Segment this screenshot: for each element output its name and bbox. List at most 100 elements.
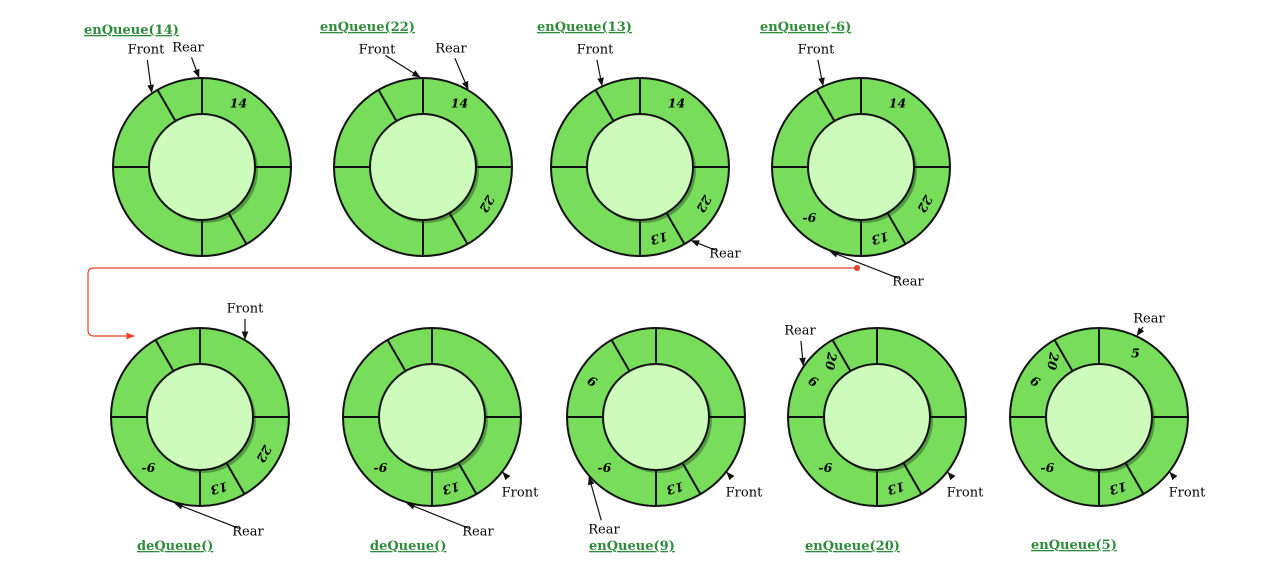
cell-value: -6 bbox=[373, 460, 387, 475]
rear-pointer-label: Rear bbox=[435, 42, 467, 57]
front-pointer-arrow bbox=[596, 59, 604, 87]
sector-divider bbox=[156, 89, 177, 122]
ring-inner bbox=[823, 363, 931, 471]
sector-divider bbox=[594, 89, 615, 122]
step-connector-arrow bbox=[87, 265, 860, 340]
ring-inner bbox=[586, 113, 694, 221]
front-pointer-label: Front bbox=[359, 43, 396, 58]
ring-inner bbox=[146, 363, 254, 471]
queue-ring: 14 enQueue(14) Front Rear bbox=[84, 23, 292, 257]
cell-value: 20 bbox=[822, 350, 840, 371]
operation-title: enQueue(20) bbox=[805, 539, 900, 554]
cell-value: 5 bbox=[1131, 345, 1140, 360]
cell-value: 14 bbox=[668, 95, 685, 110]
cell-value: 13 bbox=[665, 479, 686, 498]
ring-inner bbox=[378, 363, 486, 471]
front-pointer-arrow bbox=[146, 59, 155, 94]
rear-pointer-arrow bbox=[1136, 326, 1145, 337]
front-pointer-arrow bbox=[385, 54, 421, 78]
rear-pointer-arrow bbox=[587, 476, 602, 521]
rear-pointer-arrow bbox=[174, 502, 239, 529]
cell-value: -6 bbox=[818, 460, 832, 475]
cell-value: 13 bbox=[886, 479, 907, 498]
front-pointer-arrow bbox=[726, 471, 735, 481]
rear-pointer-arrow bbox=[829, 251, 899, 279]
connector-line bbox=[87, 267, 857, 340]
cell-value: 13 bbox=[1108, 479, 1129, 498]
ring-inner bbox=[148, 113, 256, 221]
sector-divider bbox=[902, 462, 923, 495]
sector-divider bbox=[1124, 462, 1145, 495]
front-pointer-arrow bbox=[1169, 471, 1178, 481]
rear-pointer-label: Rear bbox=[1133, 312, 1165, 327]
rear-pointer-arrow bbox=[799, 340, 806, 367]
operation-title: enQueue(14) bbox=[84, 23, 179, 38]
cell-value: -6 bbox=[802, 210, 816, 225]
rear-pointer-label: Rear bbox=[892, 275, 924, 290]
ring-inner bbox=[369, 113, 477, 221]
rear-pointer-arrow bbox=[454, 57, 469, 90]
ring-inner bbox=[602, 363, 710, 471]
rear-pointer-label: Rear bbox=[462, 525, 494, 540]
front-pointer-arrow bbox=[502, 471, 511, 481]
operation-title: enQueue(13) bbox=[537, 20, 632, 35]
front-pointer-label: Front bbox=[128, 43, 165, 58]
sector-divider bbox=[610, 339, 631, 372]
sector-divider bbox=[831, 339, 852, 372]
ring-inner bbox=[1045, 363, 1153, 471]
sector-divider bbox=[815, 89, 836, 122]
ring-inner bbox=[807, 113, 915, 221]
sector-divider bbox=[377, 89, 398, 122]
cell-value: -6 bbox=[597, 460, 611, 475]
rear-pointer-label: Rear bbox=[588, 523, 620, 538]
front-pointer-label: Front bbox=[227, 302, 264, 317]
cell-value: 13 bbox=[870, 229, 891, 248]
rear-pointer-arrow bbox=[690, 240, 716, 251]
sector-divider bbox=[886, 212, 907, 245]
sector-divider bbox=[227, 212, 248, 245]
cell-value: 14 bbox=[451, 95, 468, 110]
front-pointer-label: Front bbox=[947, 486, 984, 501]
rear-pointer-arrow bbox=[406, 502, 469, 529]
connector-dot bbox=[854, 265, 860, 271]
cell-value: 13 bbox=[649, 229, 670, 248]
sector-divider bbox=[225, 462, 246, 495]
operation-title: deQueue() bbox=[137, 539, 213, 554]
rear-pointer-label: Rear bbox=[709, 247, 741, 262]
operation-title: enQueue(22) bbox=[320, 20, 415, 35]
sector-divider bbox=[665, 212, 686, 245]
sector-divider bbox=[1053, 339, 1074, 372]
operation-title: enQueue(9) bbox=[589, 539, 675, 554]
sector-divider bbox=[154, 339, 175, 372]
operation-title: enQueue(5) bbox=[1031, 538, 1117, 553]
sector-divider bbox=[386, 339, 407, 372]
cell-value: -6 bbox=[141, 460, 155, 475]
cell-value: 20 bbox=[1044, 350, 1062, 371]
front-pointer-label: Front bbox=[1169, 486, 1206, 501]
sector-divider bbox=[448, 212, 469, 245]
cell-value: -6 bbox=[1040, 460, 1054, 475]
rear-pointer-label: Rear bbox=[172, 41, 204, 56]
front-pointer-label: Front bbox=[726, 486, 763, 501]
cell-value: 13 bbox=[441, 479, 462, 498]
cell-value: 13 bbox=[209, 479, 230, 498]
operation-title: deQueue() bbox=[370, 539, 446, 554]
front-pointer-label: Front bbox=[798, 43, 835, 58]
sector-divider bbox=[457, 462, 478, 495]
front-pointer-label: Front bbox=[577, 43, 614, 58]
cell-value: 14 bbox=[230, 95, 247, 110]
front-pointer-arrow bbox=[947, 471, 956, 481]
rear-pointer-label: Rear bbox=[232, 525, 264, 540]
operation-title: enQueue(-6) bbox=[760, 20, 851, 35]
front-pointer-arrow bbox=[817, 59, 825, 87]
sector-divider bbox=[681, 462, 702, 495]
